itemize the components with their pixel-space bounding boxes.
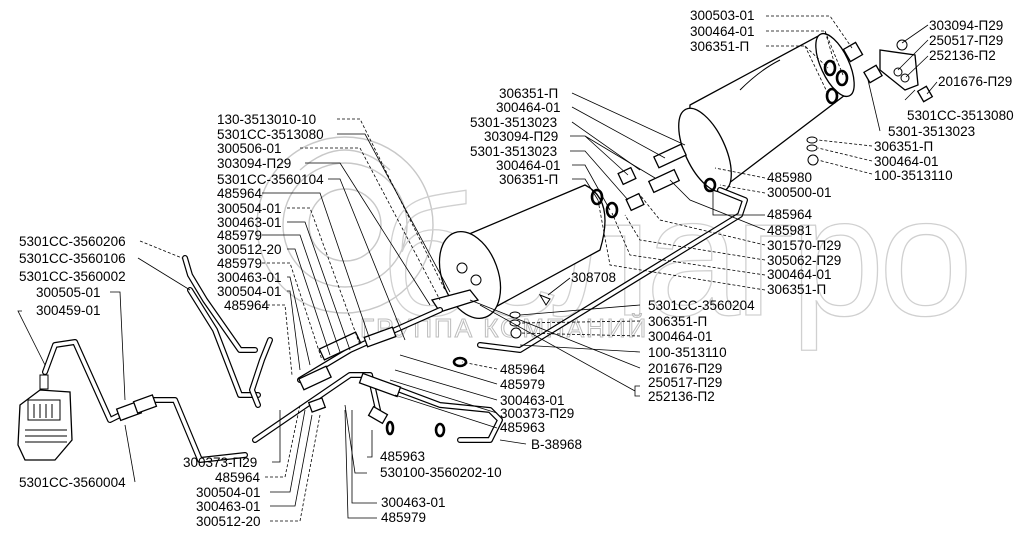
part-label: 300464-01 [648, 329, 713, 344]
part-label: 300373-П29 [500, 406, 574, 421]
part-label: 485979 [217, 228, 262, 243]
part-label: 305062-П29 [767, 253, 841, 268]
part-labels: 300503-01 300464-01 306351-П 303094-П29 … [19, 8, 1014, 529]
part-label: 300512-20 [217, 242, 282, 257]
part-label: 300506-01 [217, 141, 282, 156]
part-label: 485964 [224, 298, 270, 313]
part-label: 252136-П2 [648, 389, 715, 404]
part-label: 306351-П [648, 314, 707, 329]
part-label: 5301СС-3513080 [907, 108, 1014, 123]
part-label: 252136-П2 [929, 48, 996, 63]
part-label: 5301СС-3560106 [19, 251, 126, 266]
part-label: 300463-01 [217, 215, 282, 230]
part-label: 485979 [217, 256, 262, 271]
part-label: 300505-01 [36, 285, 101, 300]
part-label: 300500-01 [767, 185, 832, 200]
part-label: 250517-П29 [929, 33, 1003, 48]
part-label: 5301СС-3560104 [217, 172, 324, 187]
part-label: 300464-01 [496, 100, 561, 115]
part-label: 5301СС-3513080 [217, 127, 324, 142]
part-label: 300459-01 [36, 303, 101, 318]
part-label: 130-3513010-10 [217, 112, 316, 127]
leader-lines [17, 15, 938, 522]
part-label: 485963 [380, 449, 425, 464]
part-label: 306351-П [690, 39, 749, 54]
part-label: 485964 [217, 186, 263, 201]
part-label: 530100-3560202-10 [380, 465, 502, 480]
part-label: 308708 [571, 270, 616, 285]
part-label: 300373-П29 [183, 455, 257, 470]
part-label: 300464-01 [767, 267, 832, 282]
part-label: 485963 [500, 420, 545, 435]
part-label: 5301СС-3560206 [19, 234, 126, 249]
part-label: В-38968 [531, 437, 582, 452]
part-label: 485979 [500, 377, 545, 392]
part-label: 5301СС-3560204 [648, 298, 755, 313]
part-label: 5301-3513023 [888, 124, 975, 139]
part-label: 306351-П [499, 86, 558, 101]
part-label: 5301СС-3560002 [19, 269, 126, 284]
part-label: 303094-П29 [484, 129, 558, 144]
part-label: 300464-01 [496, 158, 561, 173]
part-label: 300504-01 [217, 284, 282, 299]
part-label: 485964 [767, 207, 813, 222]
part-label: 300463-01 [381, 495, 446, 510]
part-label: 300464-01 [690, 24, 755, 39]
part-label: 303094-П29 [929, 18, 1003, 33]
part-label: 306351-П [767, 282, 826, 297]
part-label: 485981 [767, 223, 812, 238]
part-label: 485964 [215, 470, 261, 485]
part-label: 300503-01 [690, 8, 755, 23]
pipes [42, 187, 748, 463]
part-label: 5301-3513023 [470, 144, 557, 159]
part-label: 100-3513110 [874, 168, 953, 183]
part-label: 250517-П29 [648, 375, 722, 390]
part-label: 300463-01 [500, 393, 565, 408]
part-label: 300504-01 [196, 485, 261, 500]
watermark-logo-rings [256, 136, 434, 314]
part-label: 485979 [381, 510, 426, 525]
part-label: 100-3513110 [648, 345, 727, 360]
part-label: 301570-П29 [767, 238, 841, 253]
part-label: 300464-01 [874, 154, 939, 169]
part-label: 485964 [500, 362, 546, 377]
part-label: 303094-П29 [217, 156, 291, 171]
part-label: 300504-01 [217, 201, 282, 216]
part-label: 306351-П [874, 139, 933, 154]
part-label: 201676-П29 [938, 74, 1012, 89]
part-label: 300463-01 [217, 270, 282, 285]
part-label: 5301СС-3560004 [19, 475, 126, 490]
part-label: 5301-3513023 [470, 115, 557, 130]
part-label: 300463-01 [196, 499, 261, 514]
bracket-308708 [538, 293, 551, 306]
part-label: 485980 [767, 170, 812, 185]
fittings [115, 39, 934, 438]
part-label: 300512-20 [196, 514, 261, 529]
compressor [17, 374, 73, 461]
part-label: 306351-П [499, 172, 558, 187]
part-label: 201676-П29 [648, 361, 722, 376]
